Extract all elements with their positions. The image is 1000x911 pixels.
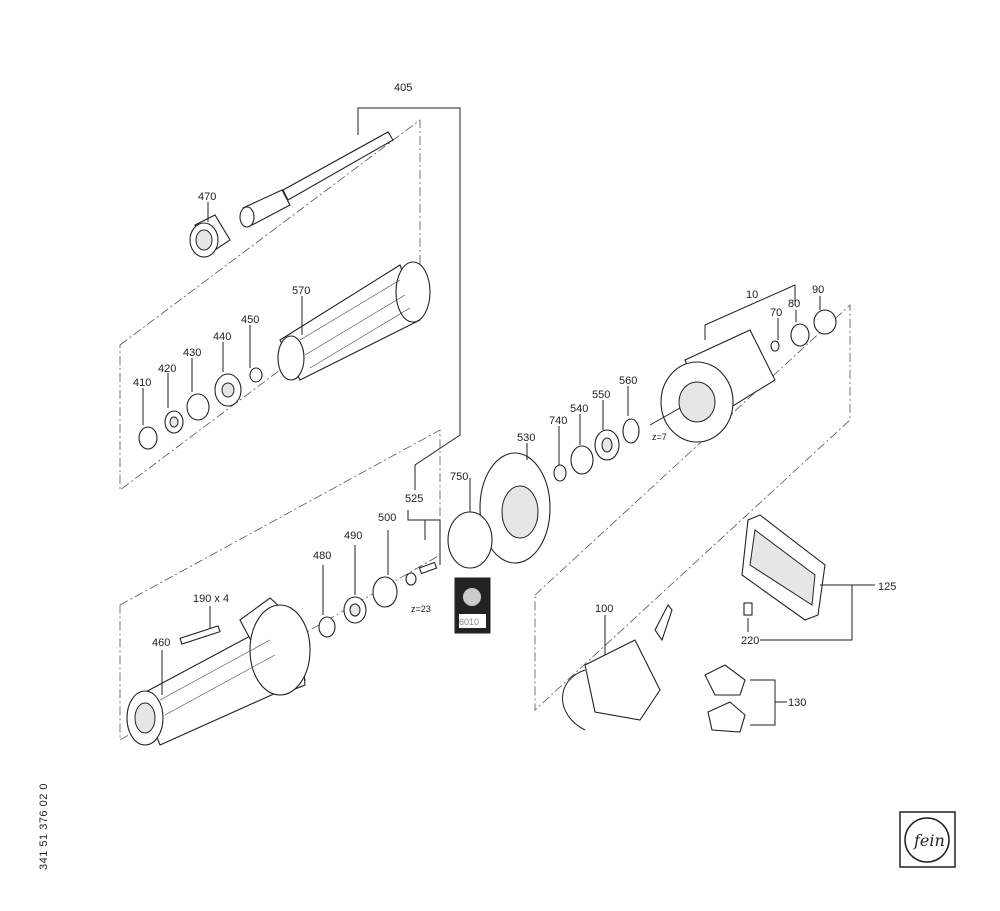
label-190: 190 x 4 — [193, 593, 229, 605]
part-125-electronics — [741, 514, 875, 641]
label-525: 525 — [405, 493, 423, 505]
label-405: 405 — [394, 82, 412, 94]
annotations: z=7 z=23 6010 — [411, 432, 667, 627]
label-540: 540 — [570, 403, 588, 415]
leader-lines — [142, 202, 821, 630]
part-100-stator — [562, 603, 673, 731]
label-500: 500 — [378, 512, 396, 524]
logo-text: fein — [913, 831, 945, 850]
z-rotor-annotation: z=7 — [652, 432, 667, 442]
label-490: 490 — [344, 530, 362, 542]
label-750: 750 — [450, 471, 468, 483]
part-130-brushes — [704, 664, 787, 733]
label-450: 450 — [241, 314, 259, 326]
grease-code: 6010 — [459, 617, 479, 627]
label-440: 440 — [213, 331, 231, 343]
label-420: 420 — [158, 363, 176, 375]
label-480: 480 — [313, 550, 331, 562]
label-220: 220 — [741, 635, 759, 647]
label-80: 80 — [788, 298, 800, 310]
label-125: 125 — [878, 581, 896, 593]
label-410: 410 — [133, 377, 151, 389]
label-570: 570 — [292, 285, 310, 297]
label-530: 530 — [517, 432, 535, 444]
part-10-rotor — [553, 284, 837, 482]
label-460: 460 — [152, 637, 170, 649]
part-470-spindle — [189, 131, 394, 258]
part-460-gear-housing — [126, 597, 311, 746]
part-530-flange — [447, 452, 551, 569]
bracket-405 — [357, 107, 461, 490]
part-labels: 405 470 570 450 440 430 420 410 10 70 80… — [133, 82, 896, 709]
part-570-housing — [277, 261, 431, 381]
label-130: 130 — [788, 697, 806, 709]
fein-logo: fein — [899, 811, 956, 868]
document-number: 341 51 376 02 0 — [38, 782, 50, 870]
part-500-gear-assembly — [318, 510, 441, 638]
ring-parts-row — [138, 367, 263, 450]
label-70: 70 — [770, 307, 782, 319]
label-100: 100 — [595, 603, 613, 615]
label-90: 90 — [812, 284, 824, 296]
z-gear-annotation: z=23 — [411, 604, 431, 614]
label-470: 470 — [198, 191, 216, 203]
label-430: 430 — [183, 347, 201, 359]
label-10: 10 — [746, 289, 758, 301]
label-560: 560 — [619, 375, 637, 387]
label-740: 740 — [549, 415, 567, 427]
grease-badge — [454, 577, 491, 634]
label-550: 550 — [592, 389, 610, 401]
